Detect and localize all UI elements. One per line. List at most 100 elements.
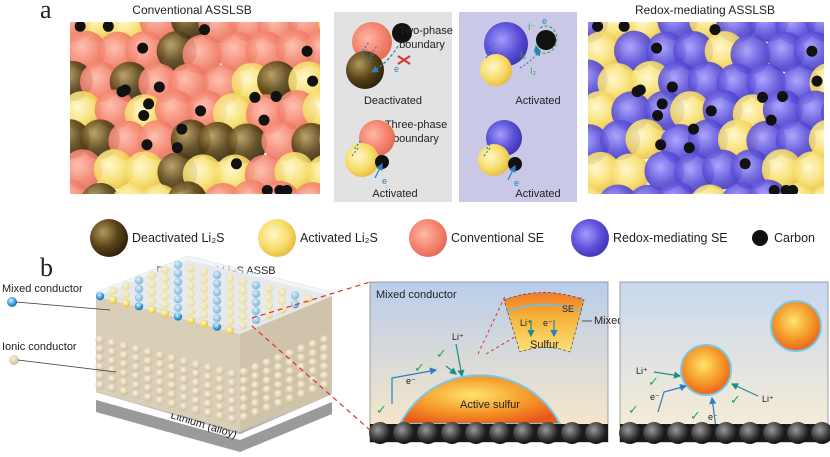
- ionic-conductor-sphere: [320, 371, 329, 381]
- ionic-conductor-sphere: [95, 362, 105, 372]
- ionic-conductor-sphere: [143, 392, 153, 402]
- ionic-conductor-sphere: [119, 386, 129, 396]
- redox-se-particle: [673, 30, 714, 71]
- legend-swatch-redox-se: [571, 219, 609, 257]
- carbon-particle: [274, 185, 286, 194]
- ionic-conductor-sphere: [297, 344, 306, 354]
- activated-li2s-particle: [761, 149, 802, 190]
- check-icon-6: ✓: [690, 408, 701, 423]
- i-minus-label: I⁻: [528, 22, 536, 32]
- current-collector-ball: [561, 422, 583, 444]
- current-collector-ball: [643, 422, 665, 444]
- carbon-particle: [74, 22, 86, 32]
- conventional-electrode-illustration: [70, 22, 320, 194]
- conventional-se-particle: [294, 182, 320, 194]
- activated-li2s-particle: [318, 22, 320, 30]
- redox-mechanism-inset: e I₃ I₂ I⁻ Activated e Activated: [459, 12, 577, 202]
- ionic-conductor-sphere: [239, 385, 249, 395]
- ionic-conductor-sphere: [119, 368, 129, 378]
- current-collector-ball: [619, 422, 641, 444]
- ionic-conductor-sphere: [107, 338, 117, 348]
- ionic-conductor-sphere: [191, 387, 201, 397]
- ionic-conductor-sphere: [297, 371, 306, 381]
- carbon-particle: [195, 105, 207, 117]
- carbon-particle: [153, 81, 165, 93]
- sulfur-wedge: [503, 292, 585, 353]
- inset-deactivated-li2s-particle: [346, 51, 384, 89]
- two-phase-label: Two-phase: [399, 25, 453, 37]
- activated-li2s-particle: [114, 183, 149, 194]
- ionic-conductor-sphere: [107, 365, 117, 375]
- battery-illustration: Lithium (alloy) Mixed conductor Ionic co…: [2, 255, 333, 452]
- redox-se-particle: [748, 179, 787, 194]
- legend-label-deactivated-li2s: Deactivated Li₂S: [132, 231, 224, 245]
- activated-li2s-particle: [588, 184, 603, 194]
- ionic-conductor-sphere: [215, 375, 225, 385]
- i2-label: I₂: [530, 66, 537, 76]
- redox-electrode-illustration: [588, 22, 824, 194]
- ionic-conductor-sphere: [285, 358, 295, 368]
- current-collector-ball: [489, 422, 511, 444]
- legend-label-carbon: Carbon: [774, 231, 815, 245]
- ionic-conductor-sphere: [320, 380, 329, 390]
- inset2-e-label-2: e⁻: [708, 412, 718, 422]
- activated-li2s-particle: [93, 149, 134, 190]
- ionic-conductor-sphere: [155, 360, 165, 369]
- ionic-conductor-sphere: [251, 407, 260, 417]
- ionic-conductor-sphere: [179, 357, 189, 367]
- ionic-conductor-sphere: [239, 394, 249, 404]
- check-icon-2: ✓: [414, 360, 425, 375]
- ionic-conductor-sphere: [143, 347, 153, 357]
- zoom-lines: [251, 281, 371, 431]
- ionic-conductor-sphere: [297, 362, 306, 372]
- i3-label: I₃: [520, 50, 527, 60]
- carbon-particle: [143, 98, 155, 110]
- ionic-conductor-sphere: [167, 372, 177, 382]
- current-collector-ball: [465, 422, 487, 444]
- three-phase-label: Three-phase: [385, 119, 447, 131]
- ionic-conductor-sphere: [320, 344, 329, 354]
- activated-li2s-particle: [302, 89, 320, 129]
- ionic-conductor-sphere: [274, 362, 283, 372]
- current-collector-ball: [667, 422, 689, 444]
- ionic-conductor-sphere: [262, 385, 272, 395]
- se-label: SE: [562, 304, 574, 314]
- carbon-particle: [765, 114, 777, 126]
- ionic-conductor-sphere: [179, 402, 189, 412]
- current-collector-ball: [585, 422, 607, 444]
- two-phase-boundary-label: boundary: [399, 39, 445, 51]
- ionic-conductor-sphere: [179, 366, 189, 376]
- redox-se-particle: [614, 30, 655, 71]
- carbon-particle: [171, 142, 183, 154]
- ionic-conductor-sphere: [131, 362, 141, 372]
- three-phase-boundary-label: boundary: [393, 133, 439, 145]
- ionic-conductor-sphere: [320, 353, 329, 363]
- ionic-conductor-sphere: [143, 365, 153, 375]
- legend-label-redox-se: Redox-mediating SE: [613, 231, 728, 245]
- ionic-conductor-sphere: [95, 335, 105, 345]
- carbon-particle: [666, 81, 678, 93]
- redox-title: Redox-mediating ASSLSB: [635, 3, 775, 17]
- inset-electron-label: e: [394, 64, 399, 74]
- carbon-particle: [301, 45, 313, 57]
- activated-li2s-particle: [692, 184, 727, 194]
- ionic-conductor-sphere: [203, 399, 213, 409]
- ionic-conductor-sphere: [227, 387, 237, 397]
- carbon-particle: [141, 139, 153, 151]
- ionic-conductor-sphere: [107, 347, 117, 357]
- ionic-conductor-sphere: [285, 385, 295, 395]
- ionic-conductor-sphere: [251, 371, 260, 381]
- ionic-conductor-sphere: [143, 356, 153, 366]
- ionic-conductor-icon: [9, 355, 19, 365]
- mixed-conduction-domain-inset: Li⁺ Li⁺ e⁻ e⁻ ✓ ✓ ✓ ✓: [619, 281, 830, 444]
- conventional-se-particle: [304, 30, 320, 69]
- mixed-conductor-icon: [7, 297, 17, 307]
- ionic-conductor-sphere: [297, 353, 306, 363]
- ionic-conductor-sphere: [227, 396, 237, 406]
- ionic-conductor-sphere: [155, 369, 165, 378]
- current-collector-ball: [715, 422, 737, 444]
- ionic-conductor-sphere: [131, 380, 141, 390]
- ionic-conductor-sphere: [227, 405, 237, 415]
- ionic-conductor-sphere: [95, 353, 105, 363]
